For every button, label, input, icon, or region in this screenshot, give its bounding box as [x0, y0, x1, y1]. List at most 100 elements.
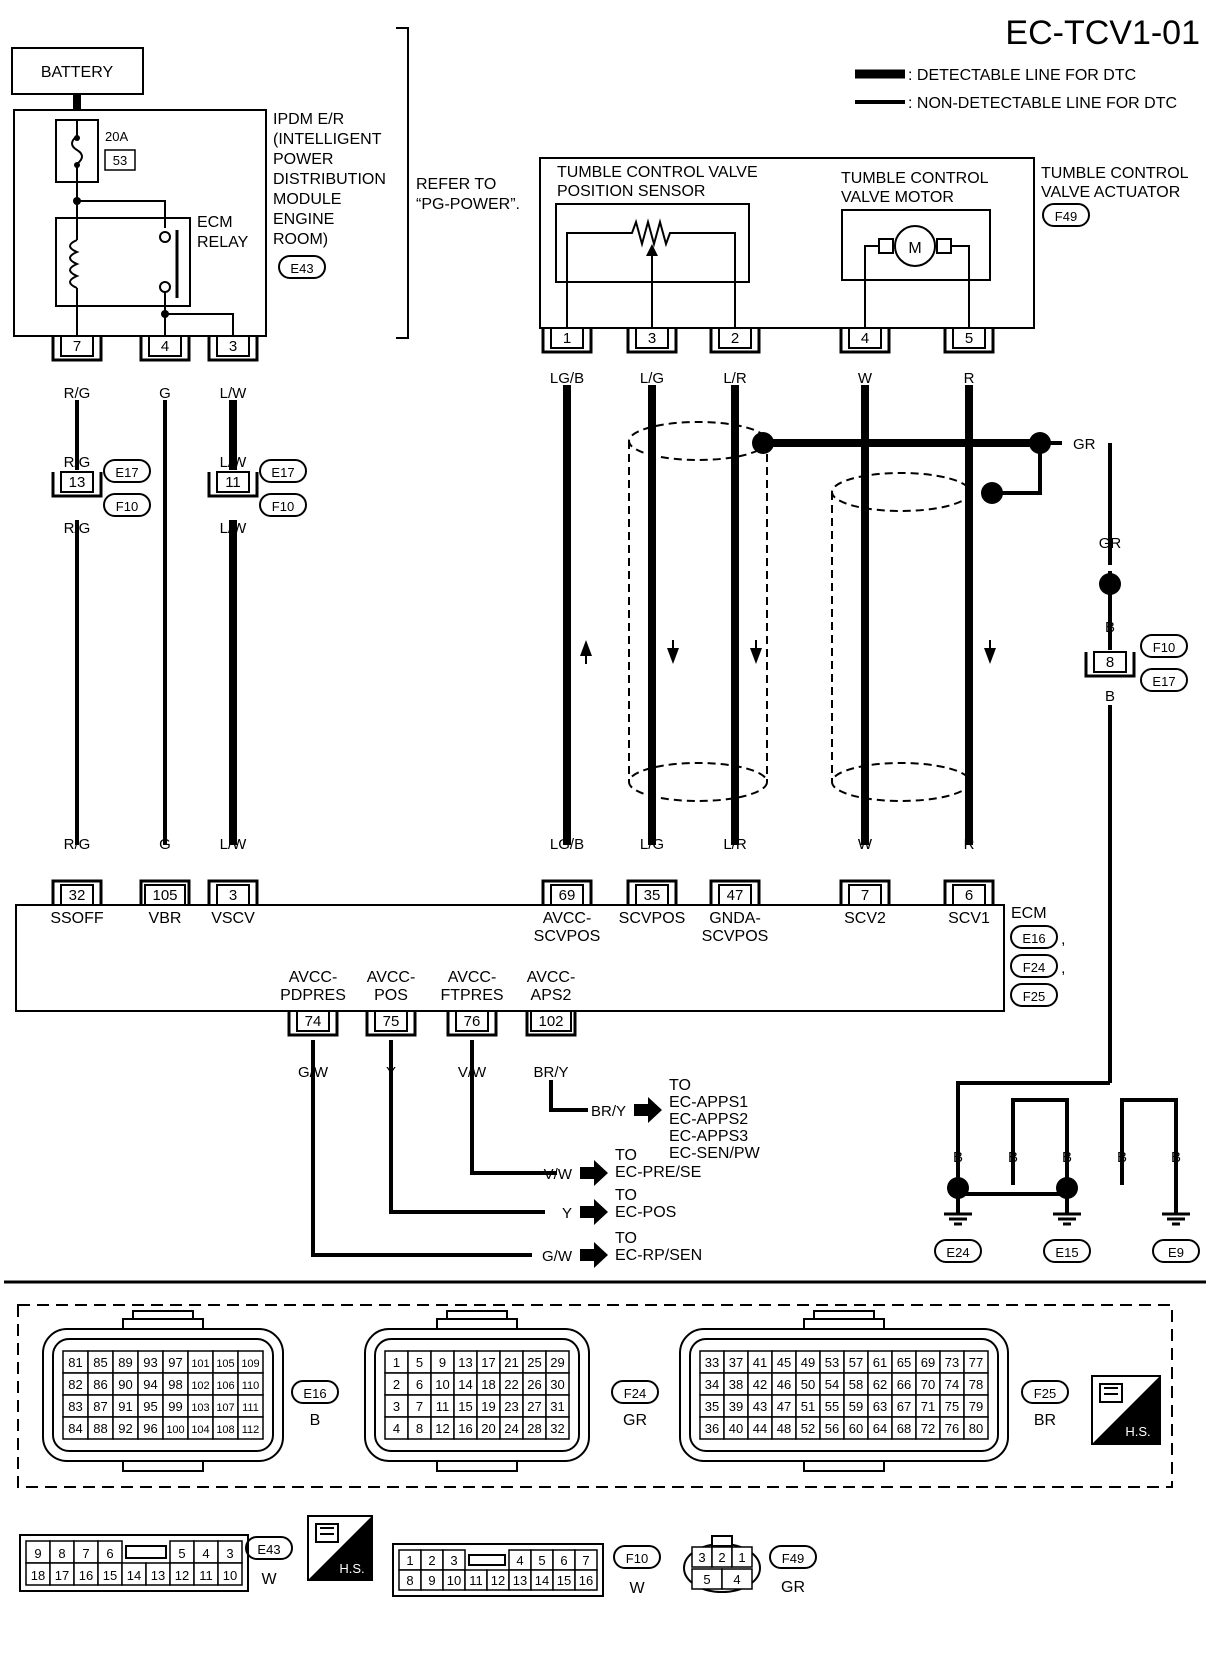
- ecm-pin-6-label: 6: [965, 887, 973, 904]
- pin-cell-E16-84: 84: [68, 1421, 82, 1436]
- pin-cell-F25-47: 47: [777, 1399, 791, 1414]
- legend-non-detectable: : NON-DETECTABLE LINE FOR DTC: [908, 95, 1177, 112]
- ecm-name: ECM: [1011, 905, 1047, 922]
- dest-arrow-icon-3: [580, 1242, 608, 1268]
- pin-cell-F25-79: 79: [969, 1399, 983, 1414]
- pin-cell-E43-3: 3: [226, 1546, 233, 1561]
- pin-cell-F24-9: 9: [439, 1355, 446, 1370]
- ecm-bottom-pin-name-102-0: AVCC-: [527, 969, 576, 986]
- pin-cell-F24-25: 25: [527, 1355, 541, 1370]
- joint-13-conn-2: F10: [116, 499, 138, 514]
- motor-symbol: M: [908, 240, 921, 257]
- pin-cell-E43-9: 9: [34, 1546, 41, 1561]
- pin-cell-F25-42: 42: [753, 1377, 767, 1392]
- ecm-relay-line2: RELAY: [197, 234, 249, 251]
- dest-arrow-icon-0: [634, 1097, 662, 1123]
- ecm-bottom-pin-76: 76: [446, 1010, 498, 1037]
- ecm-pin-7-label: 7: [861, 887, 869, 904]
- latch-E43: [125, 1545, 167, 1559]
- pin-cell-F25-63: 63: [873, 1399, 887, 1414]
- joint-13-top-wire: R/G: [64, 454, 91, 471]
- ecm-wire-35: L/G: [640, 836, 664, 853]
- pin-cell-F24-3: 3: [393, 1399, 400, 1414]
- dest-text-0-3: EC-APPS3: [669, 1128, 748, 1145]
- ground-wire-2: B: [1062, 1149, 1072, 1166]
- pin-cell-F25-60: 60: [849, 1421, 863, 1436]
- ecm-box: [15, 904, 1005, 1012]
- connector-color-F25: BR: [1034, 1412, 1056, 1429]
- actuator-pin-2: 2: [709, 327, 761, 354]
- dest-text-2-1: EC-POS: [615, 1204, 676, 1221]
- ecm-conn-2: F24: [1023, 960, 1045, 975]
- pin-cell-F24-17: 17: [481, 1355, 495, 1370]
- ecm-bottom-wire-76: V/W: [458, 1064, 487, 1081]
- pin-cell-E16-109: 109: [241, 1358, 259, 1370]
- pin-cell-E16-86: 86: [93, 1377, 107, 1392]
- pin-cell-E16-94: 94: [143, 1377, 157, 1392]
- pin-cell-E16-112: 112: [242, 1424, 260, 1436]
- pin-cell-F25-37: 37: [729, 1355, 743, 1370]
- pin-cell-E16-95: 95: [143, 1399, 157, 1414]
- pin-cell-F25-44: 44: [753, 1421, 767, 1436]
- ecm-relay-line1: ECM: [197, 214, 233, 231]
- ecm-bottom-pin-74: 74: [287, 1010, 339, 1037]
- pin-cell-E43-15: 15: [103, 1568, 117, 1583]
- pin-cell-E43-12: 12: [175, 1568, 189, 1583]
- ecm-bottom-wire-75: Y: [386, 1064, 396, 1081]
- pin-cell-F24-18: 18: [481, 1377, 495, 1392]
- pin-cell-F24-1: 1: [393, 1355, 400, 1370]
- pin-cell-F24-11: 11: [436, 1399, 450, 1414]
- connector-color-F24: GR: [623, 1412, 647, 1429]
- pin-cell-E16-81: 81: [68, 1355, 82, 1370]
- dest-text-2-0: TO: [615, 1187, 637, 1204]
- pin-cell-F25-74: 74: [945, 1377, 959, 1392]
- pin-cell-F10-10: 10: [447, 1573, 461, 1588]
- pin-cell-E16-102: 102: [191, 1380, 209, 1392]
- actuator-pin-5: 5: [943, 327, 995, 354]
- pin-cell-E43-18: 18: [31, 1568, 45, 1583]
- ecm-pin-name-32-0: SSOFF: [50, 910, 104, 927]
- pin-cell-F24-27: 27: [527, 1399, 541, 1414]
- pin-cell-E43-17: 17: [55, 1568, 69, 1583]
- ipdm-line3: POWER: [273, 151, 333, 168]
- ecm-bottom-pins: AVCC-PDPRES74G/WAVCC-POS75YAVCC-FTPRES76…: [280, 969, 577, 1081]
- pin-cell-F10-5: 5: [538, 1553, 545, 1568]
- dest-text-0-1: EC-APPS1: [669, 1094, 748, 1111]
- pin-cell-F25-54: 54: [825, 1377, 839, 1392]
- tcv-sensor-line1: TUMBLE CONTROL VALVE: [557, 164, 758, 181]
- pin-cell-F24-4: 4: [393, 1421, 400, 1436]
- ecm-pin-name-69-0: AVCC-: [543, 910, 592, 927]
- actuator-pin-2-label: 2: [731, 330, 739, 347]
- pin-cell-F49-4: 4: [733, 1572, 740, 1587]
- destinations: BR/YTOEC-APPS1EC-APPS2EC-APPS3EC-SEN/PWV…: [542, 1077, 761, 1268]
- pin-cell-F24-29: 29: [550, 1355, 564, 1370]
- actuator-pin-1: 1: [541, 327, 593, 354]
- pin-cell-F25-52: 52: [801, 1421, 815, 1436]
- pin-cell-F10-14: 14: [535, 1573, 549, 1588]
- pin-cell-F24-15: 15: [458, 1399, 472, 1414]
- pin-cell-F25-61: 61: [873, 1355, 887, 1370]
- ecm-pin-32-label: 32: [69, 887, 86, 904]
- ecm-pin-105-label: 105: [152, 887, 177, 904]
- ground-wire-1: B: [1008, 1149, 1018, 1166]
- ecm-pin-105: 105: [139, 879, 191, 906]
- ecm-pin-6: 6: [943, 879, 995, 906]
- pin-cell-F25-58: 58: [849, 1377, 863, 1392]
- pin-cell-F25-46: 46: [777, 1377, 791, 1392]
- ground-wire-3: B: [1117, 1149, 1127, 1166]
- page-title: EC-TCV1-01: [1005, 14, 1200, 52]
- ipdm-line6: ENGINE: [273, 211, 334, 228]
- ecm-pin-name-7-0: SCV2: [844, 910, 886, 927]
- pin-cell-E16-99: 99: [168, 1399, 182, 1414]
- pin-cell-F24-23: 23: [504, 1399, 518, 1414]
- ecm-bottom-pin-75: 75: [365, 1010, 417, 1037]
- actuator-wire-4: W: [858, 370, 873, 387]
- dest-text-1-1: EC-PRE/SE: [615, 1164, 701, 1181]
- pin-cell-F49-1: 1: [738, 1550, 745, 1565]
- dest-text-1-0: TO: [615, 1147, 637, 1164]
- hs-label-2: H.S.: [339, 1561, 364, 1576]
- pin-cell-F24-12: 12: [435, 1421, 449, 1436]
